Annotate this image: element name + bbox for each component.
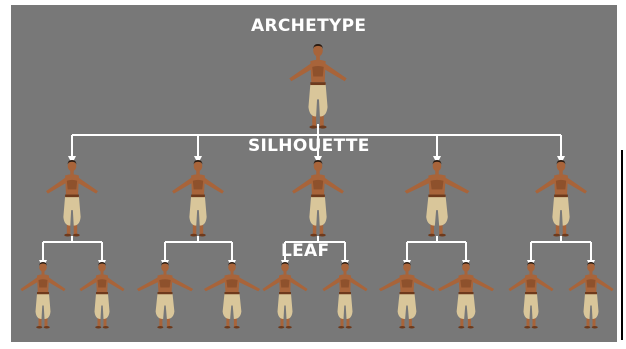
leaf-label: LEAF [281, 243, 329, 260]
leaf-figure [509, 262, 554, 328]
silhouette-figure [172, 160, 224, 237]
leaf-figure [323, 262, 368, 328]
leaf-figure [80, 262, 125, 328]
silhouette-figure [535, 160, 587, 237]
silhouette-label: SILHOUETTE [248, 138, 370, 155]
leaf-figure [263, 262, 308, 328]
leaf-figure [21, 262, 66, 328]
archetype-label: ARCHETYPE [251, 18, 366, 35]
leaf-figure [379, 262, 435, 328]
leaf-figure [438, 262, 494, 328]
silhouette-figure [405, 160, 470, 237]
leaf-figure [569, 262, 614, 328]
leaf-figure [204, 262, 260, 328]
frame-edge [621, 150, 623, 340]
archetype-figure [289, 44, 346, 129]
silhouette-figure [46, 160, 98, 237]
silhouette-figure [292, 160, 344, 237]
leaf-figure [137, 262, 193, 328]
